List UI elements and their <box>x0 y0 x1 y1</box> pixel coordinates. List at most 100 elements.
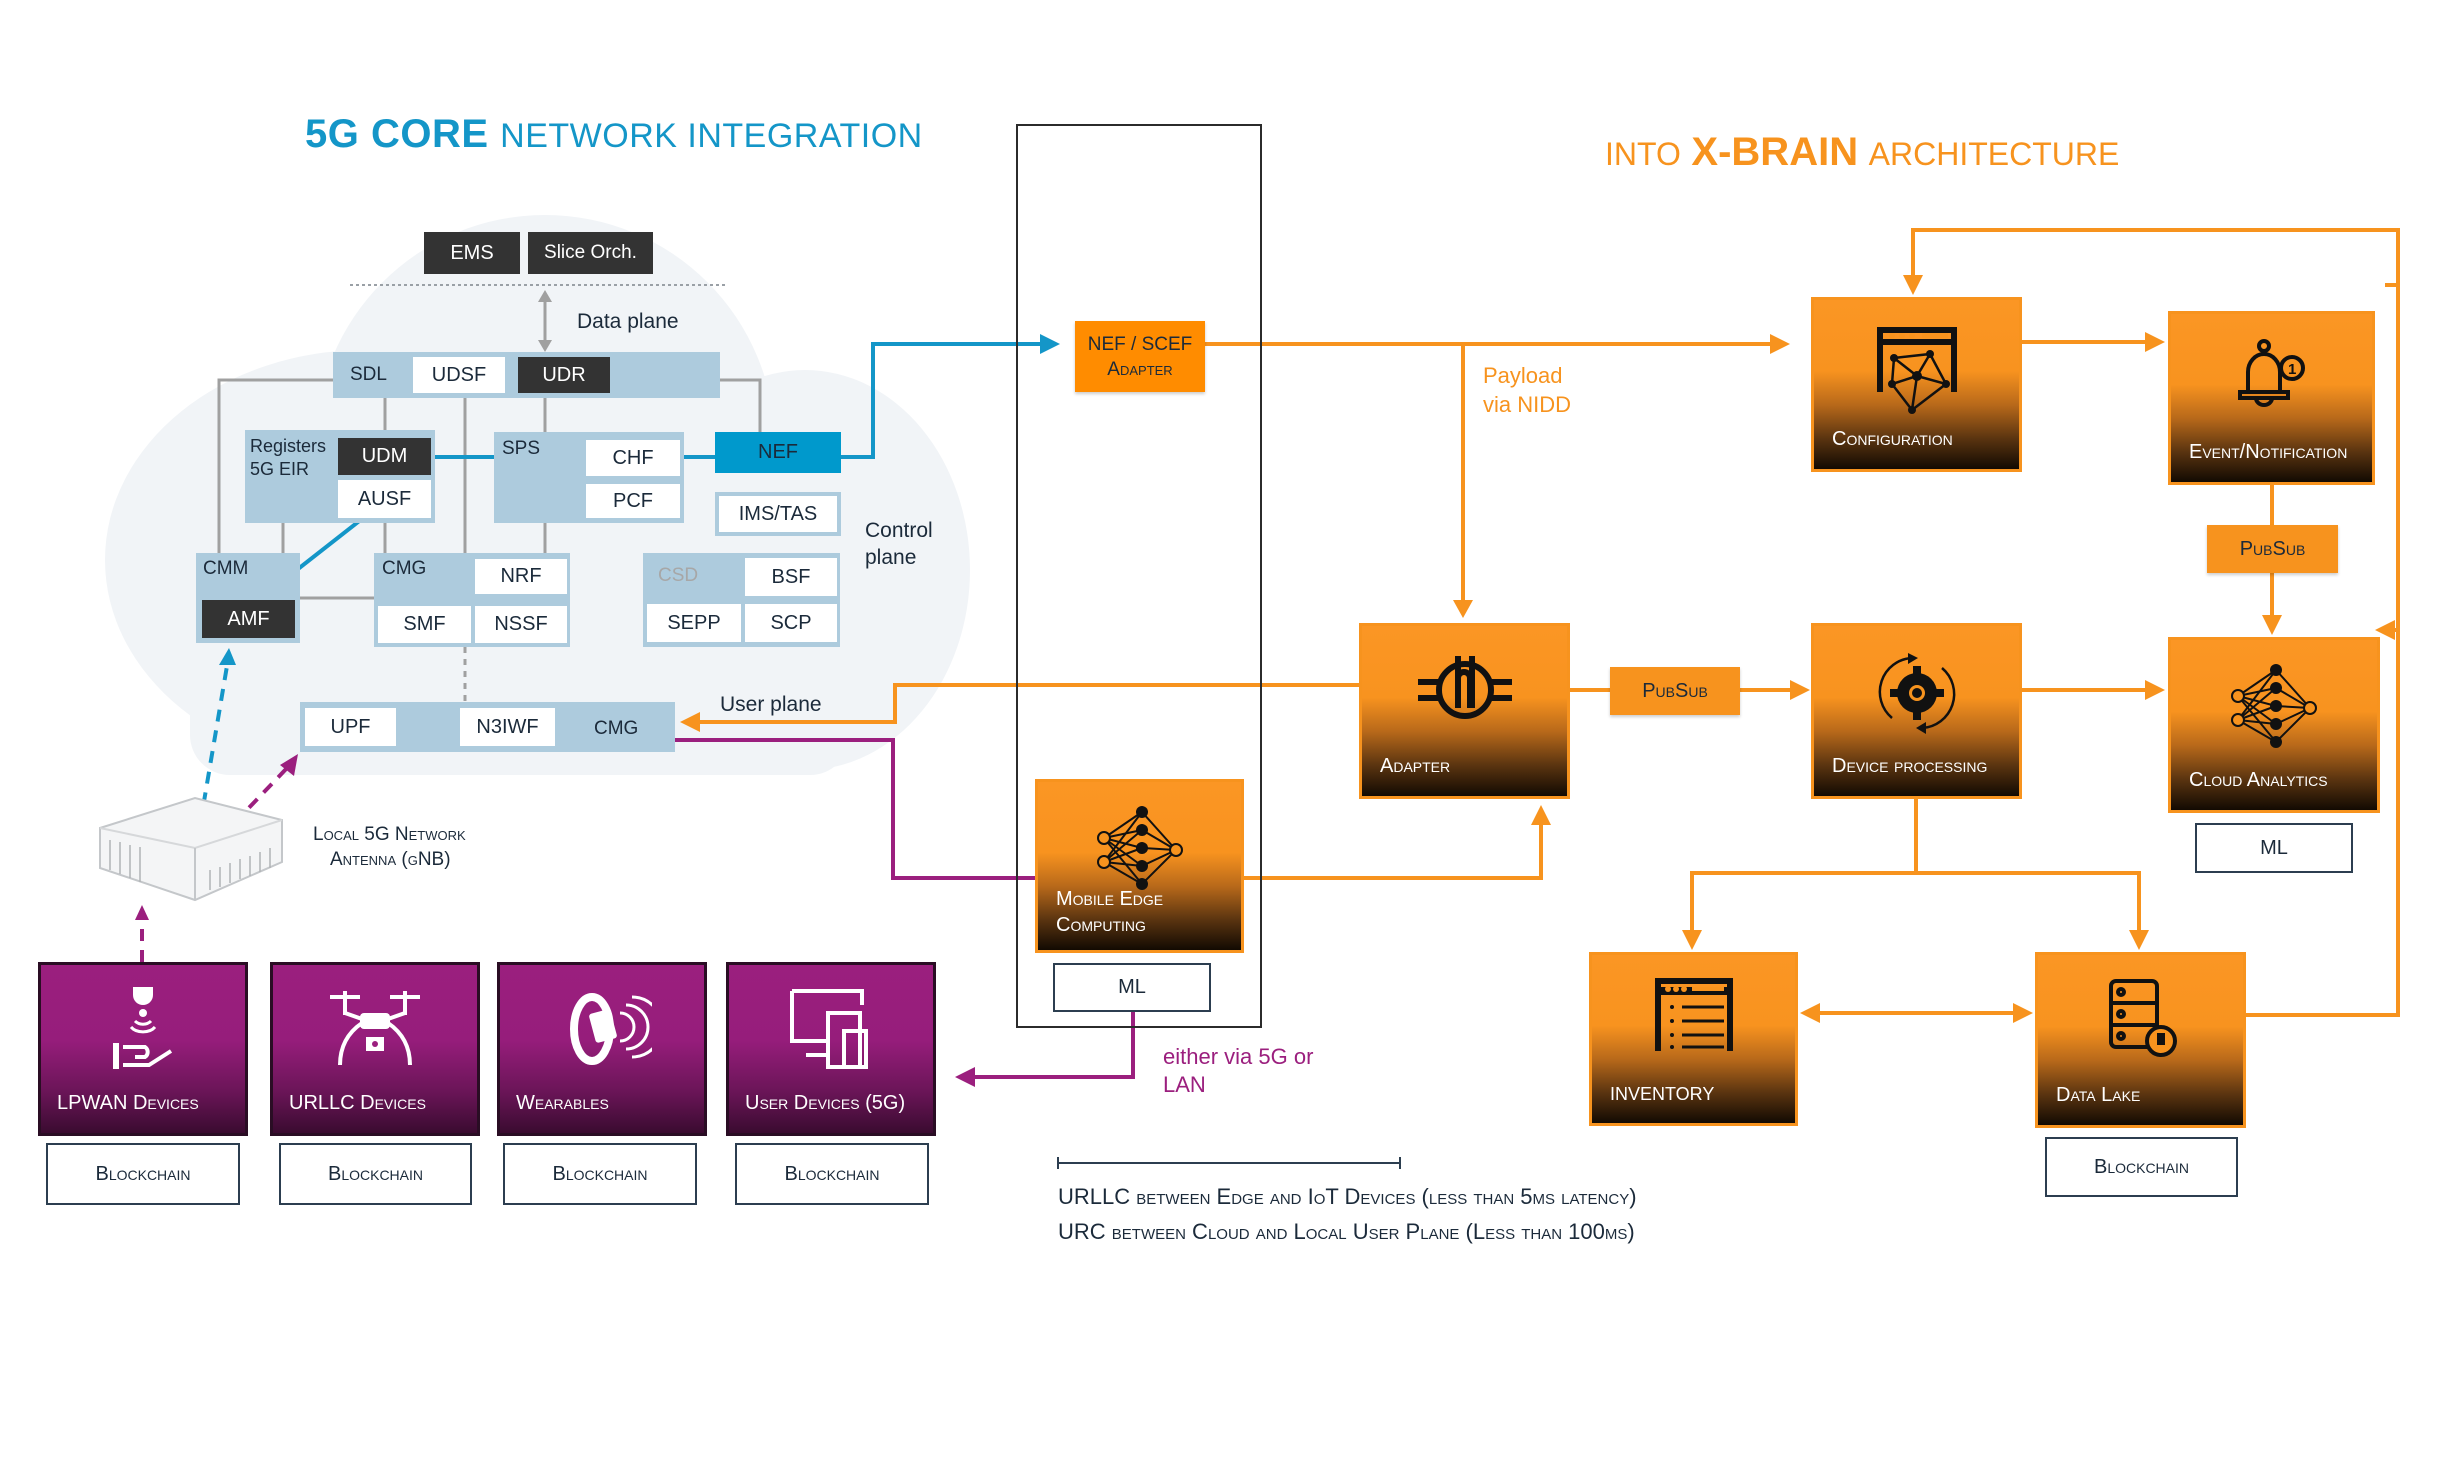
neural-network-icon <box>2231 664 2317 748</box>
payload-label-1: Payload <box>1483 363 1563 388</box>
neural-network-icon <box>1096 806 1183 890</box>
cloud-analytics-box[interactable]: Cloud Analytics <box>2168 637 2380 813</box>
data-lake-label: Data Lake <box>2056 1084 2141 1106</box>
nrf-box[interactable]: NRF <box>475 559 567 594</box>
mec-box[interactable]: Mobile Edge Computing <box>1035 779 1244 953</box>
purple-links <box>675 738 1135 1079</box>
upf-box[interactable]: UPF <box>305 708 396 746</box>
via-label-1: either via 5G or <box>1163 1044 1314 1069</box>
chf-box[interactable]: CHF <box>586 440 680 476</box>
device-user[interactable]: User Devices (5G) <box>726 962 936 1136</box>
blockchain-lpwan[interactable]: Blockchain <box>46 1143 240 1205</box>
cmg-label: CMG <box>382 558 427 579</box>
adapter-label: Adapter <box>1380 755 1451 777</box>
configuration-label: Configuration <box>1832 428 1953 450</box>
mec-label: Mobile Edge Computing <box>1056 886 1163 938</box>
csd-label: CSD <box>658 565 699 586</box>
xbrain-title-prefix: INTO <box>1605 136 1681 172</box>
core-grey-links <box>217 378 762 702</box>
xbrain-title-bold: X-BRAIN <box>1691 130 1859 174</box>
event-notification-box[interactable]: 1 Event/Notification <box>2168 311 2375 485</box>
gnb-antenna-icon <box>99 796 283 902</box>
core-title-rest: NETWORK INTEGRATION <box>500 117 923 155</box>
mec-ml-box[interactable]: ML <box>1053 963 1211 1012</box>
bell-notification-icon: 1 <box>2237 339 2305 407</box>
ausf-box[interactable]: AUSF <box>338 480 431 518</box>
gnb-label-1: Local 5G Network <box>313 824 466 845</box>
hand-sensor-icon <box>113 987 173 1069</box>
cmm-label: CMM <box>203 558 249 579</box>
device-user-label: User Devices (5G) <box>745 1092 906 1114</box>
pubsub-right-box[interactable]: PubSub <box>2207 525 2338 573</box>
cloud-analytics-label: Cloud Analytics <box>2189 769 2328 791</box>
nef-scef-label-1: NEF / SCEF <box>1087 334 1193 355</box>
inventory-label: INVENTORY <box>1610 1084 1715 1104</box>
ems-box[interactable]: EMS <box>424 232 520 274</box>
data-plane-label: Data plane <box>577 310 679 333</box>
udm-box[interactable]: UDM <box>338 438 431 475</box>
adapter-plug-icon <box>1417 656 1512 719</box>
udr-box[interactable]: UDR <box>518 357 610 393</box>
data-lake-blockchain-box[interactable]: Blockchain <box>2045 1137 2238 1197</box>
core-title-bold: 5G CORE <box>305 112 489 156</box>
configuration-network-icon <box>1876 327 1957 414</box>
core-title: 5G CORE NETWORK INTEGRATION <box>305 112 923 157</box>
nef-scef-adapter-box[interactable]: NEF / SCEF Adapter <box>1075 321 1205 392</box>
device-wearables[interactable]: Wearables <box>497 962 707 1136</box>
nef-label: NEF <box>758 441 798 463</box>
device-wearables-label: Wearables <box>516 1092 609 1114</box>
sdl-label: SDL <box>350 364 387 385</box>
cloud-ml-box[interactable]: ML <box>2195 823 2353 873</box>
adapter-box[interactable]: Adapter <box>1359 623 1570 799</box>
blue-arrowhead <box>1040 334 1060 354</box>
device-urllc[interactable]: URLLC Devices <box>270 962 480 1136</box>
sepp-box[interactable]: SEPP <box>647 604 741 642</box>
eir-label: 5G EIR <box>250 459 310 479</box>
nef-box[interactable]: NEF <box>715 432 841 473</box>
control-plane-label-1: Control <box>865 519 933 542</box>
orange-links <box>700 228 2400 1017</box>
n3iwf-box[interactable]: N3IWF <box>460 708 555 746</box>
device-processing-box[interactable]: Device processing <box>1811 623 2022 799</box>
blockchain-user[interactable]: Blockchain <box>735 1143 929 1205</box>
device-processing-label: Device processing <box>1832 755 1988 777</box>
wearable-icon <box>570 993 652 1065</box>
bsf-box[interactable]: BSF <box>745 558 837 596</box>
configuration-box[interactable]: Configuration <box>1811 297 2022 472</box>
amf-box[interactable]: AMF <box>202 600 295 638</box>
scp-box[interactable]: SCP <box>745 604 837 642</box>
udsf-box[interactable]: UDSF <box>413 357 505 393</box>
via-label-2: LAN <box>1163 1072 1206 1097</box>
mec-label-2: Computing <box>1056 914 1146 936</box>
device-urllc-label: URLLC Devices <box>289 1092 426 1114</box>
registers-label: Registers <box>250 436 327 456</box>
gnb-label-2: Antenna (gNB) <box>330 849 451 870</box>
event-notification-label: Event/Notification <box>2189 441 2348 463</box>
nef-scef-label-2: Adapter <box>1107 358 1173 380</box>
legend-scale-line <box>1057 1157 1401 1169</box>
slice-orch-box[interactable]: Slice Orch. <box>528 232 653 274</box>
user-plane-label: User plane <box>720 693 822 716</box>
nssf-box[interactable]: NSSF <box>475 606 567 643</box>
pubsub-mid-box[interactable]: PubSub <box>1610 667 1740 715</box>
smf-box[interactable]: SMF <box>378 606 471 643</box>
gear-cycle-icon <box>1878 653 1955 734</box>
cmg-user-label: CMG <box>594 718 639 739</box>
legend-line-2: URC between Cloud and Local User Plane (… <box>1058 1219 1635 1244</box>
blockchain-wearables[interactable]: Blockchain <box>503 1143 697 1205</box>
control-plane-label-2: plane <box>865 546 917 569</box>
mec-label-1: Mobile Edge <box>1056 888 1164 910</box>
device-lpwan[interactable]: LPWAN Devices <box>38 962 248 1136</box>
database-server-icon <box>2108 979 2177 1057</box>
xbrain-title-rest: ARCHITECTURE <box>1868 136 2120 172</box>
inventory-box[interactable]: INVENTORY <box>1589 952 1798 1126</box>
pcf-box[interactable]: PCF <box>586 484 680 518</box>
svg-text:1: 1 <box>2288 361 2296 378</box>
drone-icon <box>330 991 420 1066</box>
blockchain-urllc[interactable]: Blockchain <box>279 1143 472 1205</box>
data-lake-box[interactable]: Data Lake <box>2035 952 2246 1128</box>
ims-tas-box[interactable]: IMS/TAS <box>719 496 837 532</box>
sps-label: SPS <box>502 438 541 459</box>
legend-line-1: URLLC between Edge and IoT Devices (less… <box>1058 1184 1637 1209</box>
